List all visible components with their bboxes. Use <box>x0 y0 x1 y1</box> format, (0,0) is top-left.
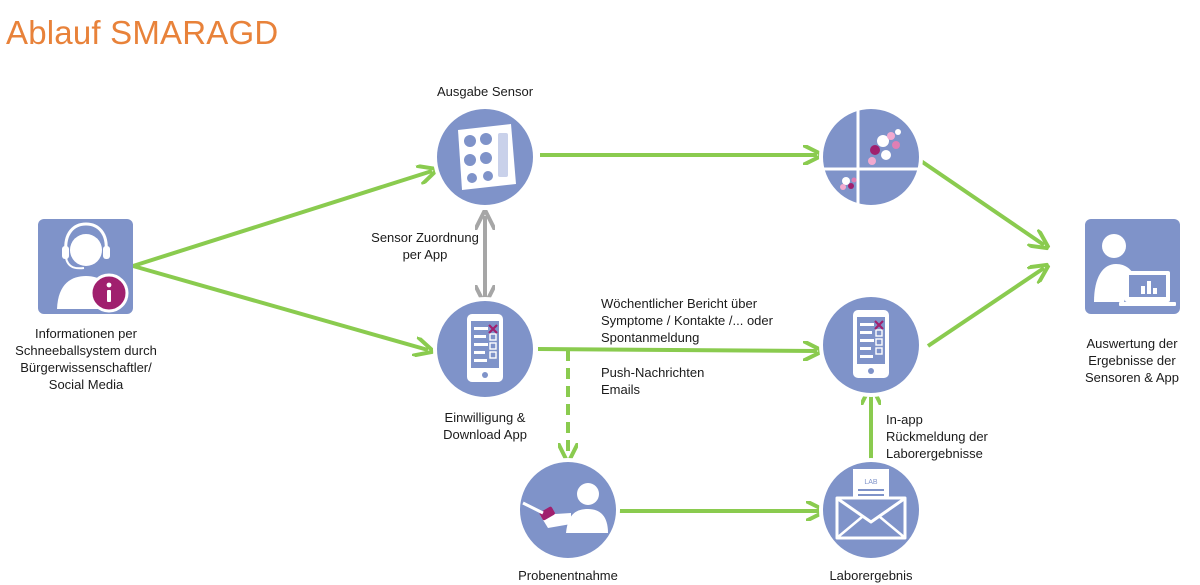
smartphone-form-icon <box>853 310 889 378</box>
edge-label-line: Emails <box>601 382 641 397</box>
info-node <box>38 219 133 314</box>
smartphone-form-icon <box>467 314 503 382</box>
lab-node-label: Laborergebnis <box>801 567 941 584</box>
arrow-info-to-sensor <box>132 171 432 268</box>
info-label-line: Informationen per <box>35 326 137 341</box>
scatter-plot-icon <box>824 110 918 204</box>
person-laptop-chart-icon <box>1094 234 1176 306</box>
consent-label-line: Einwilligung & <box>444 410 526 425</box>
app-report-node <box>819 293 923 397</box>
lab-badge: LAB <box>864 479 878 486</box>
headset-person-info-icon <box>57 222 129 313</box>
evaluation-label-line: Ergebnisse der <box>1088 353 1176 368</box>
lab-label-line: Laborergebnis <box>829 568 913 583</box>
consent-node <box>433 297 537 401</box>
sensor-node-label: Ausgabe Sensor <box>415 83 555 100</box>
edge-label-line: Spontanmeldung <box>601 330 700 345</box>
arrow-info-to-consent <box>132 264 428 350</box>
page-title: Ablauf SMARAGD <box>6 14 279 51</box>
info-label-line: Social Media <box>48 377 124 392</box>
nasal-swab-person-icon <box>522 483 608 533</box>
sensor-label-line: Ausgabe Sensor <box>436 84 534 99</box>
info-label-line: Schneeballsystem durch <box>15 343 157 358</box>
inapp-feedback-label: In-app Rückmeldung der Laborergebnisse <box>886 411 988 462</box>
arrow-scatter-to-evaluation <box>919 159 1044 245</box>
edge-label-line: In-app <box>886 412 923 427</box>
edge-label-line: Push-Nachrichten <box>601 365 705 380</box>
sensor-device-icon <box>458 124 516 190</box>
arrow-consent-to-app-report <box>537 349 817 351</box>
weekly-report-label: Wöchentlicher Bericht über Symptome / Ko… <box>601 295 773 346</box>
info-node-label: Informationen per Schneeballsystem durch… <box>6 325 166 393</box>
edge-label-line: Sensor Zuordnung <box>371 230 479 245</box>
sensor-node <box>433 105 537 209</box>
scatter-node <box>819 105 923 209</box>
edge-label-line: per App <box>402 247 448 262</box>
edge-label-line: Wöchentlicher Bericht über <box>601 296 758 311</box>
edge-label-line: Laborergebnisse <box>886 446 983 461</box>
evaluation-node-label: Auswertung der Ergebnisse der Sensoren &… <box>1062 335 1200 386</box>
edge-label-line: Rückmeldung der <box>886 429 988 444</box>
edge-label-line: Symptome / Kontakte /... oder <box>601 313 773 328</box>
sensor-assignment-label: Sensor Zuordnung per App <box>360 229 490 263</box>
sampling-label-line: Probenentnahme <box>518 568 618 583</box>
consent-label-line: Download App <box>443 427 527 442</box>
arrow-app-report-to-evaluation <box>926 268 1044 348</box>
consent-node-label: Einwilligung & Download App <box>415 409 555 443</box>
info-label-line: Bürgerwissenschaftler/ <box>20 360 152 375</box>
evaluation-node <box>1085 219 1180 314</box>
push-label: Push-Nachrichten Emails <box>601 364 704 398</box>
evaluation-label-line: Auswertung der <box>1086 336 1178 351</box>
evaluation-label-line: Sensoren & App <box>1085 370 1179 385</box>
envelope-lab-report-icon: LAB <box>835 469 907 540</box>
lab-node: LAB <box>819 458 923 562</box>
sampling-node <box>516 458 620 562</box>
sampling-node-label: Probenentnahme <box>498 567 638 584</box>
